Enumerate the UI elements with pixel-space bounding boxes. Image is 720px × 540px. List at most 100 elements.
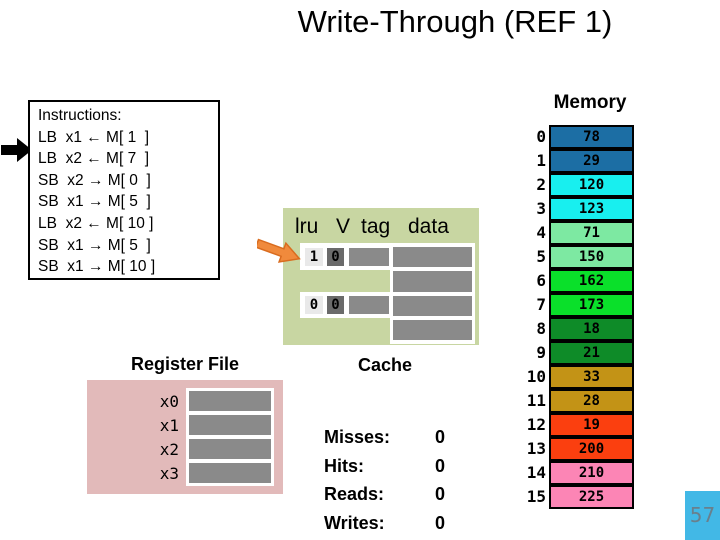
memory-cell: 210 bbox=[549, 461, 634, 485]
memory-cell: 173 bbox=[549, 293, 634, 317]
memory-address: 2 bbox=[536, 175, 546, 194]
memory-cell: 71 bbox=[549, 221, 634, 245]
instruction-line: SB x1 → M[ 5 ] bbox=[38, 193, 151, 211]
memory-row: 9 21 bbox=[510, 341, 634, 365]
cache-data-cell bbox=[393, 319, 472, 340]
memory-row: 8 18 bbox=[510, 317, 634, 341]
slide-title: Write-Through (REF 1) bbox=[297, 4, 613, 39]
memory-title: Memory bbox=[553, 92, 627, 113]
cache-data-column bbox=[390, 243, 475, 344]
register-file-title: Register File bbox=[130, 354, 240, 374]
instructions-list: LB x1 ← M[ 1 ] LB x2 ← M[ 7 ] SB x2 → M[… bbox=[38, 127, 218, 278]
register-name: x2 bbox=[159, 439, 179, 459]
counter-hits: Hits: 0 bbox=[324, 452, 445, 481]
memory-address: 9 bbox=[536, 343, 546, 362]
register-file-panel: x0 x1 x2 x3 bbox=[87, 380, 283, 494]
memory-address: 0 bbox=[536, 127, 546, 146]
memory-address: 7 bbox=[536, 295, 546, 314]
register-name: x0 bbox=[159, 391, 179, 411]
memory-address: 15 bbox=[526, 487, 546, 506]
instruction-line: LB x2 ← M[ 10 ] bbox=[38, 214, 154, 232]
counter-label: Reads: bbox=[324, 484, 385, 504]
memory-cell: 225 bbox=[549, 485, 634, 509]
memory-cell: 150 bbox=[549, 245, 634, 269]
cache-lru-bit: 0 bbox=[305, 296, 323, 314]
memory-row: 4 71 bbox=[510, 221, 634, 245]
cache-col-tag: tag bbox=[361, 215, 391, 238]
counter-value: 0 bbox=[434, 455, 445, 476]
memory-address: 14 bbox=[526, 463, 546, 482]
memory-cell: 18 bbox=[549, 317, 634, 341]
cache-col-valid: V bbox=[336, 215, 351, 238]
register-value-cell bbox=[189, 463, 271, 483]
memory-address: 10 bbox=[526, 367, 546, 386]
cache-valid-bit: 0 bbox=[327, 247, 344, 266]
register-name: x1 bbox=[159, 415, 179, 435]
memory-cell: 19 bbox=[549, 413, 634, 437]
counter-value: 0 bbox=[434, 427, 445, 447]
memory-cell: 78 bbox=[549, 125, 634, 149]
cache-counters: Misses: 0 Hits: 0 Reads: 0 Writes: 0 bbox=[324, 423, 445, 537]
counter-reads: Reads: 0 bbox=[324, 480, 445, 509]
counter-misses: Misses: 0 bbox=[324, 423, 445, 452]
memory-table: 0 78 1 29 2 120 3 123 4 71 5 150 6 162 7… bbox=[510, 125, 634, 509]
cache-data-cell bbox=[393, 247, 472, 268]
memory-row: 10 33 bbox=[510, 365, 634, 389]
memory-row: 15 225 bbox=[510, 485, 634, 509]
cache-label: Cache bbox=[357, 355, 413, 375]
memory-cell: 21 bbox=[549, 341, 634, 365]
cache-data-cell bbox=[393, 295, 472, 316]
page-number-badge: 57 bbox=[685, 491, 720, 540]
counter-value: 0 bbox=[434, 484, 445, 504]
cache-tag-cell bbox=[349, 247, 389, 266]
memory-cell: 28 bbox=[549, 389, 634, 413]
memory-row: 13 200 bbox=[510, 437, 634, 461]
memory-address: 11 bbox=[526, 391, 546, 410]
memory-address: 8 bbox=[536, 319, 546, 338]
instruction-line: LB x2 ← M[ 7 ] bbox=[38, 150, 150, 168]
register-value-cell bbox=[189, 391, 271, 411]
counter-label: Hits: bbox=[324, 455, 364, 476]
memory-row: 14 210 bbox=[510, 461, 634, 485]
register-value-cell bbox=[189, 439, 271, 459]
cache-lru-bit: 1 bbox=[305, 247, 323, 266]
memory-cell: 162 bbox=[549, 269, 634, 293]
memory-address: 12 bbox=[526, 415, 546, 434]
counter-label: Misses: bbox=[324, 427, 391, 447]
counter-label: Writes: bbox=[324, 512, 385, 533]
instructions-header: Instructions: bbox=[38, 107, 122, 124]
counter-writes: Writes: 0 bbox=[324, 509, 445, 538]
memory-address: 1 bbox=[536, 151, 546, 170]
instruction-line: SB x1 → M[ 5 ] bbox=[38, 236, 151, 254]
memory-row: 5 150 bbox=[510, 245, 634, 269]
register-value-cell bbox=[189, 415, 271, 435]
cache-pointer-arrow-icon bbox=[257, 238, 301, 263]
memory-row: 12 19 bbox=[510, 413, 634, 437]
memory-row: 0 78 bbox=[510, 125, 634, 149]
memory-address: 4 bbox=[536, 223, 546, 242]
memory-cell: 120 bbox=[549, 173, 634, 197]
memory-cell: 200 bbox=[549, 437, 634, 461]
instruction-line: LB x1 ← M[ 1 ] bbox=[38, 128, 150, 146]
memory-address: 6 bbox=[536, 271, 546, 290]
register-values bbox=[186, 388, 274, 486]
memory-row: 1 29 bbox=[510, 149, 634, 173]
memory-row: 11 28 bbox=[510, 389, 634, 413]
cache-col-data: data bbox=[408, 215, 449, 238]
cache-col-lru: lru bbox=[295, 215, 319, 238]
memory-address: 5 bbox=[536, 247, 546, 266]
memory-address: 3 bbox=[536, 199, 546, 218]
register-labels: x0 x1 x2 x3 bbox=[117, 388, 179, 486]
memory-row: 3 123 bbox=[510, 197, 634, 221]
memory-row: 6 162 bbox=[510, 269, 634, 293]
instruction-pointer-arrow-icon bbox=[1, 138, 32, 162]
memory-cell: 29 bbox=[549, 149, 634, 173]
memory-cell: 123 bbox=[549, 197, 634, 221]
cache-set-row: 0 0 bbox=[300, 292, 390, 318]
register-name: x3 bbox=[159, 463, 179, 483]
memory-row: 2 120 bbox=[510, 173, 634, 197]
instructions-panel: Instructions: LB x1 ← M[ 1 ] LB x2 ← M[ … bbox=[28, 100, 220, 280]
cache-data-cell bbox=[393, 271, 472, 292]
memory-row: 7 173 bbox=[510, 293, 634, 317]
counter-value: 0 bbox=[434, 512, 445, 533]
